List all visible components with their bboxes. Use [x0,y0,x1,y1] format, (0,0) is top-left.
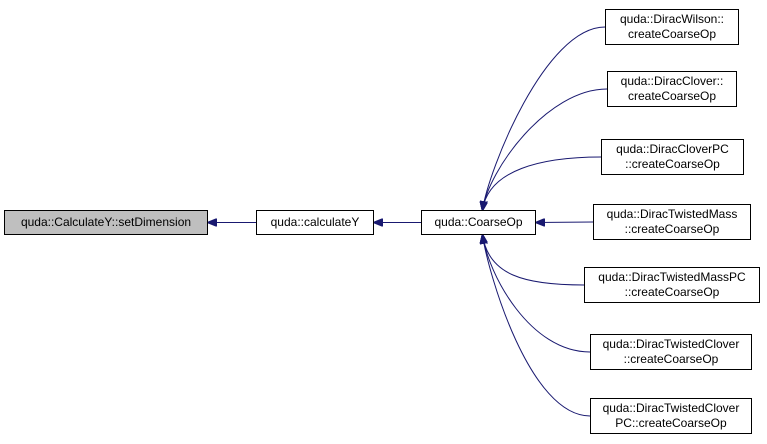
node-coarseop[interactable]: quda::CoarseOp [421,210,536,235]
node-label-line: ::createCoarseOp [623,352,719,366]
node-label-line: createCoarseOp [627,89,717,103]
node-diracclover-createcoarseop[interactable]: quda::DiracClover:: createCoarseOp [607,71,737,107]
node-label-line: ::createCoarseOp [624,285,720,299]
edge-dirac_twisted_mass-to-coarse_op [536,222,594,223]
node-label-line: quda::DiracTwistedClover [602,401,740,415]
node-label-line: quda::DiracTwistedMassPC [598,270,746,284]
node-label-line: quda::DiracClover:: [620,74,724,88]
edge-dirac_twisted_clover-to-coarse_op [483,235,591,353]
node-label-line: createCoarseOp [627,27,717,41]
node-label-line: quda::CalculateY::setDimension [20,215,192,229]
edges-layer [208,26,608,417]
node-label-line: quda::DiracTwistedClover [602,337,740,351]
node-dirac-twistedcloverpc-createcoarseop[interactable]: quda::DiracTwistedClover PC::createCoars… [590,398,752,434]
edge-dirac_twisted_mass_pc-to-coarse_op [483,235,585,286]
node-calculatey[interactable]: quda::calculateY [256,210,374,235]
node-label-line: quda::DiracTwistedMass [606,207,738,221]
node-diracwilson-createcoarseop[interactable]: quda::DiracWilson:: createCoarseOp [605,9,739,45]
node-label-line: ::createCoarseOp [625,157,720,171]
edge-dirac_clover-to-coarse_op [483,88,608,210]
node-dirac-twistedclover-createcoarseop[interactable]: quda::DiracTwistedClover ::createCoarseO… [590,334,752,370]
node-label-line: ::createCoarseOp [624,222,720,236]
edge-dirac_clover_pc-to-coarse_op [483,156,602,210]
node-label-line: quda::CoarseOp [434,215,523,229]
edge-dirac_twisted_clover_pc-to-coarse_op [483,235,591,417]
node-label-line: PC::createCoarseOp [615,416,727,430]
node-label-line: quda::DiracCloverPC [616,142,729,156]
node-dirac-twistedmass-createcoarseop[interactable]: quda::DiracTwistedMass ::createCoarseOp [593,204,751,240]
node-label-line: quda::DiracWilson:: [619,12,725,26]
edge-dirac_wilson-to-coarse_op [483,26,606,210]
node-label-line: quda::calculateY [270,215,360,229]
node-diraccloverpc-createcoarseop[interactable]: quda::DiracCloverPC ::createCoarseOp [601,139,744,175]
node-calculatey-setdimension: quda::CalculateY::setDimension [4,210,208,235]
node-dirac-twistedmasspc-createcoarseop[interactable]: quda::DiracTwistedMassPC ::createCoarseO… [584,267,760,303]
